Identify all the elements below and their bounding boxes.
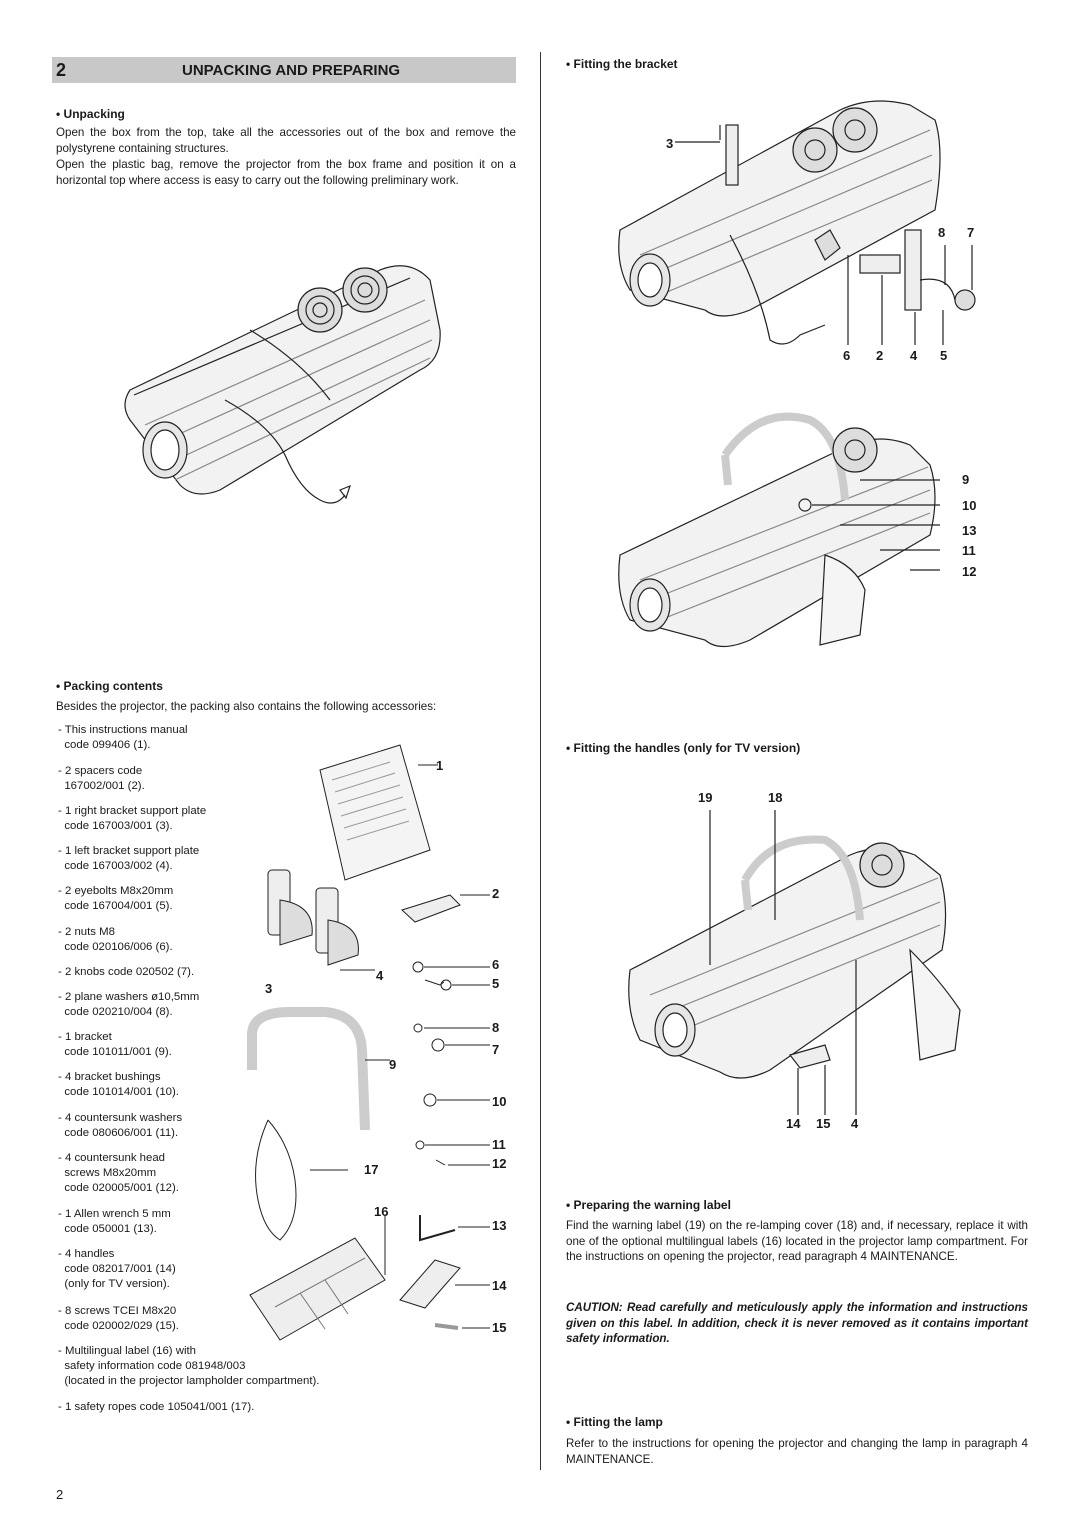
callout-6: 6 <box>492 957 500 972</box>
accessory-item: - 2 nuts M8 code 020106/006 (6). <box>58 926 173 954</box>
callout-1: 1 <box>436 758 444 773</box>
section-number: 2 <box>56 60 67 80</box>
page-number: 2 <box>56 1487 64 1502</box>
callout-5: 5 <box>492 976 500 991</box>
bracket-callout-3: 3 <box>666 136 674 151</box>
callout-13: 13 <box>492 1218 507 1233</box>
bracket-callout-12: 12 <box>962 564 977 579</box>
unpacking-para-2: Open the plastic bag, remove the project… <box>56 158 516 187</box>
bracket-callout-8: 8 <box>938 225 946 240</box>
unpacking-para-1: Open the box from the top, take all the … <box>56 126 516 155</box>
callout-14: 14 <box>492 1278 507 1293</box>
accessory-item: - 4 bracket bushings code 101014/001 (10… <box>58 1071 179 1099</box>
callout-17: 17 <box>364 1162 379 1177</box>
packing-contents-intro: Besides the projector, the packing also … <box>56 700 437 713</box>
handles-callout-18: 18 <box>768 790 783 805</box>
accessories-illustration <box>247 744 490 1341</box>
callout-4: 4 <box>376 968 384 983</box>
callout-12: 12 <box>492 1156 507 1171</box>
accessory-item: - 2 eyebolts M8x20mm code 167004/001 (5)… <box>58 885 174 913</box>
callout-7: 7 <box>492 1042 500 1057</box>
bracket-callout-2: 2 <box>876 348 884 363</box>
fitting-lamp-heading: • Fitting the lamp <box>566 1415 663 1429</box>
accessory-item: - 1 safety ropes code 105041/001 (17). <box>58 1401 255 1413</box>
callout-3: 3 <box>265 981 273 996</box>
accessory-item: - 2 plane washers ø10,5mm code 020210/00… <box>58 991 200 1019</box>
accessory-item: - Multilingual label (16) with safety in… <box>58 1345 320 1388</box>
bracket-callout-5: 5 <box>940 348 948 363</box>
bracket-callout-13: 13 <box>962 523 977 538</box>
bracket-callout-4: 4 <box>910 348 918 363</box>
fitting-bracket-heading: • Fitting the bracket <box>566 57 678 71</box>
callout-15: 15 <box>492 1320 507 1335</box>
callout-2: 2 <box>492 886 500 901</box>
unpacking-heading: • Unpacking <box>56 107 125 121</box>
handles-callout-15: 15 <box>816 1116 831 1131</box>
bracket-callout-10: 10 <box>962 498 977 513</box>
accessory-item: - 1 left bracket support plate code 1670… <box>58 845 200 873</box>
callout-16: 16 <box>374 1204 389 1219</box>
handles-illustration <box>628 810 961 1115</box>
caution-text: CAUTION: Read carefully and meticulously… <box>566 1301 1028 1346</box>
column-divider <box>540 52 541 1470</box>
accessory-item: - 4 countersunk head screws M8x20mm code… <box>58 1152 179 1195</box>
bracket-callout-11: 11 <box>962 543 976 558</box>
accessory-item: - 1 right bracket support plate code 167… <box>58 805 207 833</box>
bracket-illustration <box>618 100 976 345</box>
handles-callout-19: 19 <box>698 790 713 805</box>
bracket-callout-9: 9 <box>962 472 970 487</box>
accessory-item: - This instructions manual code 099406 (… <box>58 724 188 752</box>
section-header-bar <box>52 57 516 83</box>
callout-9: 9 <box>389 1057 397 1072</box>
callout-11: 11 <box>492 1137 506 1152</box>
accessory-item: - 4 countersunk washers code 080606/001 … <box>58 1112 183 1140</box>
accessory-item: - 2 spacers code 167002/001 (2). <box>58 765 145 793</box>
warning-label-text: Find the warning label (19) on the re-la… <box>566 1219 1028 1264</box>
accessory-item: - 1 Allen wrench 5 mm code 050001 (13). <box>58 1208 171 1236</box>
accessory-item: - 4 handles code 082017/001 (14) (only f… <box>58 1248 176 1291</box>
accessory-item: - 2 knobs code 020502 (7). <box>58 966 195 978</box>
projector-illustration <box>124 265 441 504</box>
accessory-item: - 1 bracket code 101011/001 (9). <box>58 1031 172 1059</box>
bracket-callout-7: 7 <box>967 225 975 240</box>
section-title: UNPACKING AND PREPARING <box>182 62 401 79</box>
warning-label-heading: • Preparing the warning label <box>566 1198 731 1212</box>
accessory-item: - 8 screws TCEI M8x20 code 020002/029 (1… <box>58 1305 179 1333</box>
packing-contents-heading: • Packing contents <box>56 679 163 693</box>
bracket-callout-6: 6 <box>843 348 851 363</box>
callout-8: 8 <box>492 1020 500 1035</box>
handles-callout-4: 4 <box>851 1116 859 1131</box>
fitting-handles-heading: • Fitting the handles (only for TV versi… <box>566 741 801 755</box>
fitting-lamp-text: Refer to the instructions for opening th… <box>566 1437 1028 1466</box>
bracket-mounting-illustration <box>618 412 940 648</box>
handles-callout-14: 14 <box>786 1116 801 1131</box>
callout-10: 10 <box>492 1094 507 1109</box>
